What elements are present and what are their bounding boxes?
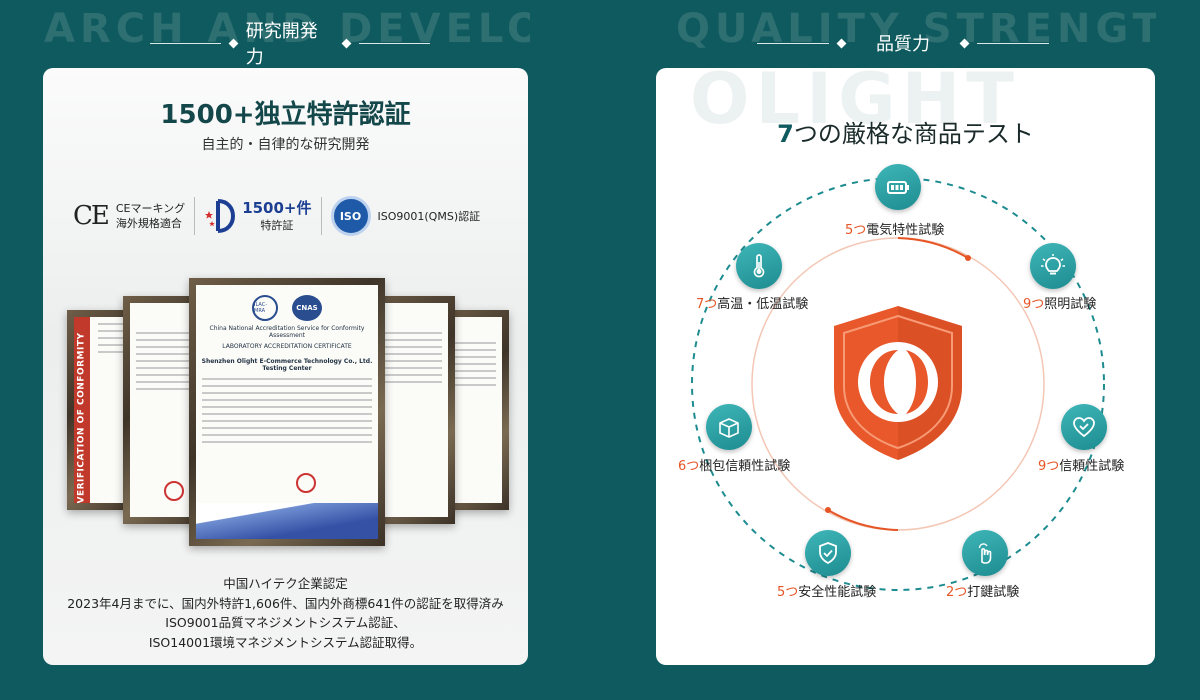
ce-label-line1: CEマーキング [115,202,186,215]
quality-heading: 7つの厳格な商品テスト [656,114,1155,149]
iso-label: ISO9001(QMS)認証 [377,210,481,223]
certificate-subtitle: LABORATORY ACCREDITATION CERTIFICATE [222,343,352,350]
box-icon [706,404,752,450]
divider [194,197,196,235]
ce-badge: CE CEマーキング 海外規格適合 [73,201,185,231]
test-label-electrical: 5つ電気特性試験 [845,223,945,238]
diamond-icon [228,38,239,48]
description-line: 2023年4月までに、国内外特許1,606件、国内外商標641件の認証を取得済み [67,595,504,611]
title-line [359,42,431,44]
battery-icon [875,164,921,210]
description-line: ISO9001品質マネジメントシステム認証、 [165,615,406,630]
iso-badge: ISO ISO9001(QMS)認証 [330,196,481,236]
diamond-icon [836,38,847,48]
section-title-quality: 品質力 [748,30,1058,56]
test-label-lighting: 9つ照明試験 [1023,297,1097,312]
ilac-logo-icon: ILAC-MRA [252,295,278,321]
lightbulb-icon [1030,243,1076,289]
patent-logo-icon [205,199,236,233]
thermometer-icon [736,243,782,289]
rnd-panel: 1500+独立特許認証 自主的・自律的な研究開発 CE CEマーキング 海外規格… [43,68,528,665]
quality-heading-number: 7 [777,120,794,148]
test-label-reliability: 9つ信頼性試験 [1038,459,1125,474]
patent-label: 特許証 [260,219,294,232]
conformity-band-text: VERIFICATION OF CONFORMITY [76,332,87,503]
ce-mark-icon: CE [73,201,110,231]
patent-badge: 1500+件 特許証 [204,197,312,235]
test-label-safety: 5つ安全性能試験 [777,585,877,600]
patent-subheading: 自主的・自律的な研究開発 [201,137,370,153]
test-label-packaging: 6つ梱包信頼性試験 [678,459,791,474]
finger-tap-icon [962,530,1008,576]
test-label-temperature: 7つ高温・低温試験 [696,297,809,312]
section-title-text: 品質力 [876,34,930,55]
diamond-icon [341,38,352,48]
brand-watermark: OLIGHT [690,68,1020,140]
test-ring [691,177,1105,591]
background-word-left: ARCH AND DEVELOPM [44,6,530,52]
certificate-frames: VERIFICATION OF CONFORMITY [63,278,509,550]
description-line: 中国ハイテク企業認定 [223,576,348,591]
test-label-keystroke: 2つ打鍵試験 [946,585,1020,600]
iso-logo-icon: ISO [330,196,371,236]
shield-check-icon [805,530,851,576]
brand-shield-icon [834,306,962,460]
patent-heading: 1500+独立特許認証 [160,100,411,130]
ce-label-line2: 海外規格適合 [115,217,182,230]
quality-panel: OLIGHT 7つの厳格な商品テスト 5つ電気特性試験 9つ照明試験 9つ信頼性… [656,68,1155,665]
certificate-title: China National Accreditation Service for… [209,325,365,339]
diamond-icon [959,38,970,48]
rnd-description: 中国ハイテク企業認定 2023年4月までに、国内外特許1,606件、国内外商標6… [43,574,528,652]
background-word-right: QUALITY STRENGTH [676,6,1156,52]
title-line [150,42,221,44]
section-title-rnd: 研究開発力 [150,21,431,68]
heart-check-icon [1061,404,1107,450]
patent-count: 1500+件 [242,199,312,217]
cnas-logo-icon: CNAS [292,295,322,321]
divider [320,197,322,235]
certification-badges: CE CEマーキング 海外規格適合 1500+件 特許証 ISO ISO9001… [73,194,518,238]
quality-heading-text: つの厳格な商品テスト [793,120,1034,148]
certificate-company: Shenzhen Olight E-Commerce Technology Co… [201,358,373,372]
main-certificate-frame: ILAC-MRA CNAS China National Accreditati… [189,278,385,546]
title-line [977,42,1049,44]
section-title-text: 研究開発力 [245,21,318,68]
title-line [757,42,829,44]
description-line: ISO14001環境マネジメントシステム認証取得。 [148,634,423,650]
